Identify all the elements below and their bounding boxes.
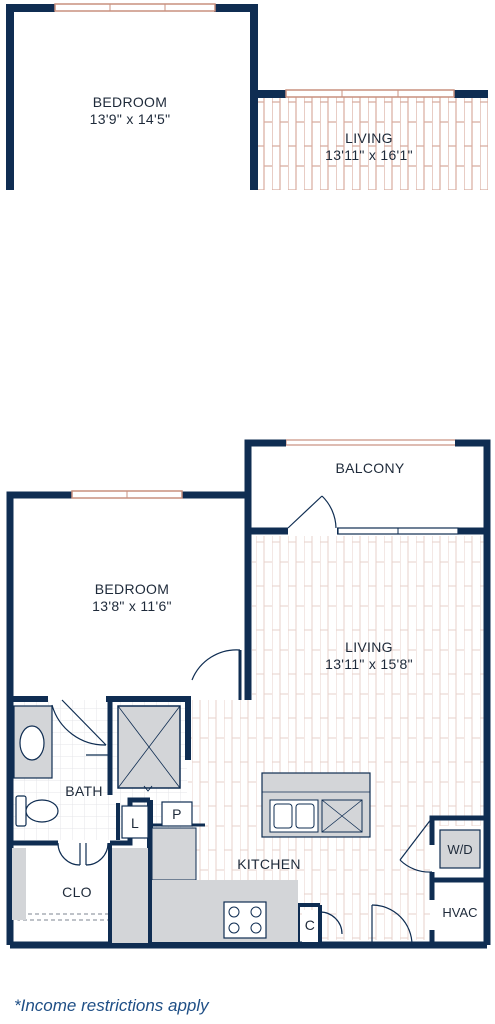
main-plan: BALCONY <box>6 439 491 949</box>
closet-box-left <box>12 848 26 920</box>
kitchen-label: KITCHEN <box>237 856 301 872</box>
bedroom-size: 13'8" x 11'6" <box>92 598 172 614</box>
closet-box-right <box>112 848 148 943</box>
balcony-label: BALCONY <box>335 460 404 476</box>
top-plan-walls <box>6 4 488 190</box>
linen-closet <box>121 805 149 839</box>
bedroom-label: BEDROOM <box>95 581 169 597</box>
top-plan: BEDROOM 13'9" x 14'5" LIVING 13'11" x 16… <box>6 3 488 190</box>
pantry-closet <box>161 801 193 827</box>
hvac-label: HVAC <box>442 905 477 920</box>
top-bedroom-label: BEDROOM <box>93 94 167 110</box>
linen-label: L <box>131 815 139 831</box>
top-living-size: 13'11" x 16'1" <box>325 147 413 163</box>
toilet-bowl <box>25 799 59 823</box>
living-label: LIVING <box>345 639 393 655</box>
doors <box>51 495 433 946</box>
balcony-rail <box>285 439 457 446</box>
top-living-window <box>285 89 455 98</box>
washer-dryer-label: W/D <box>447 842 472 857</box>
washer-dryer <box>439 829 481 869</box>
pantry-label: P <box>172 806 182 822</box>
bath-fixtures <box>13 705 181 827</box>
kitchen-floor <box>188 700 252 826</box>
income-restrictions-note: *Income restrictions apply <box>14 996 209 1015</box>
kitchen-island <box>261 772 371 838</box>
kitchen-counter-left <box>151 827 197 881</box>
living-size: 13'11" x 15'8" <box>325 656 413 672</box>
top-bedroom-size: 13'9" x 14'5" <box>90 111 171 127</box>
balcony-area <box>249 443 486 528</box>
coat-closet-label: C <box>305 917 315 933</box>
range <box>223 901 267 939</box>
bath-label: BATH <box>65 783 103 799</box>
top-bedroom-window <box>54 3 216 12</box>
toilet-tank <box>15 795 27 827</box>
closet-label: CLO <box>62 884 92 900</box>
sink-basin <box>19 725 45 761</box>
top-living-floor <box>256 95 488 190</box>
top-living-label: LIVING <box>345 130 393 146</box>
